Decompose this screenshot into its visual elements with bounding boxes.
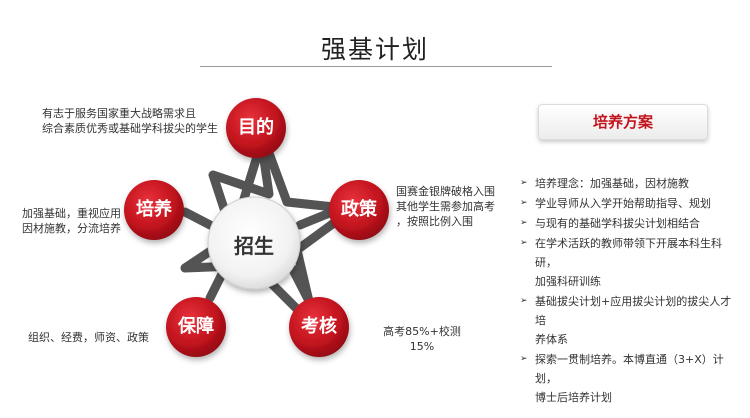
node-label-kaohe: 考核 [301,316,337,337]
note-zhengce: 国赛金银牌破格入围 其他学生需参加高考 ，按照比例入围 [396,184,495,229]
list-item-text: 学业导师从入学开始帮助指导、规划 [535,197,711,210]
note-line: 加强基础，重视应用 [22,207,121,220]
node-label-peiyang: 培养 [136,199,172,220]
arrow-bullet-icon: ➢ [520,354,528,364]
note-line: 其他学生需参加高考 [396,200,495,213]
node-circle-kaohe [289,297,349,357]
list-item: ➢ 学业导师从入学开始帮助指导、规划 [520,194,740,213]
page-title: 强基计划 [320,35,429,64]
arrow-bullet-icon: ➢ [520,198,528,208]
arrow-bullet-icon: ➢ [520,296,528,306]
note-mudi: 有志于服务国家重大战略需求且 综合素质优秀或基础学科拔尖的学生 [42,106,218,136]
center-label: 招生 [234,234,274,258]
note-line: ，按照比例入围 [396,215,473,228]
plan-heading: 培养方案 [538,104,708,140]
list-item-text: 探索一贯制培养。本博直通（3+X）计划， [535,353,724,385]
list-item-text: 博士后培养计划 [535,391,612,404]
note-line: 高考85%+校测 [383,325,461,338]
note-line: 因材施教，分流培养 [22,222,121,235]
spoke-peiyang [180,207,217,231]
node-circle-zhengce [329,180,389,240]
list-item: ➢ 在学术活跃的教师带领下开展本科生科研， 加强科研训练 [520,234,740,291]
list-item-text: 培养理念：加强基础，因材施教 [535,177,689,190]
node-label-zhengce: 政策 [341,199,377,220]
list-item: ➢ 探索一贯制培养。本博直通（3+X）计划， 博士后培养计划 [520,350,740,407]
title-divider [200,66,552,67]
plan-list: ➢ 培养理念：加强基础，因材施教 ➢ 学业导师从入学开始帮助指导、规划 ➢ 与现有的基… [520,174,740,408]
note-kaohe: 高考85%+校测 15% [376,324,468,354]
list-item-text: 在学术活跃的教师带领下开展本科生科研， [535,237,722,269]
node-circle-mudi [226,98,286,158]
list-item: ➢ 基础拔尖计划+应用拔尖计划的拔尖人才培养体系 [520,292,740,349]
note-line: 组织、经费，师资、政策 [28,331,149,344]
list-item-text: 与现有的基础学科拔尖计划相结合 [535,217,700,230]
list-item: ➢ 与现有的基础学科拔尖计划相结合 [520,214,740,233]
list-item-text: 养体系 [535,333,568,346]
spoke-kaohe [287,263,315,308]
arrow-bullet-icon: ➢ [520,178,528,188]
list-item-text: 基础拔尖计划+应用拔尖计划的拔尖人才培 [535,295,732,327]
arrow-bullet-icon: ➢ [520,218,528,228]
node-label-mudi: 目的 [238,117,274,138]
note-line: 15% [409,340,435,353]
list-item: ➢ 培养理念：加强基础，因材施教 [520,174,740,193]
note-line: 有志于服务国家重大战略需求且 [42,107,196,120]
center-circle [207,196,301,290]
node-label-baozhang: 保障 [178,316,214,337]
note-baozhang: 组织、经费，师资、政策 [28,330,149,345]
node-circle-peiyang [124,180,184,240]
spoke-zhengce [295,207,337,230]
note-line: 综合素质优秀或基础学科拔尖的学生 [42,122,218,135]
note-line: 国赛金银牌破格入围 [396,185,495,198]
note-peiyang: 加强基础，重视应用 因材施教，分流培养 [22,206,121,236]
node-circle-baozhang [166,297,226,357]
list-item-text: 加强科研训练 [535,275,601,288]
arrow-bullet-icon: ➢ [520,238,528,248]
